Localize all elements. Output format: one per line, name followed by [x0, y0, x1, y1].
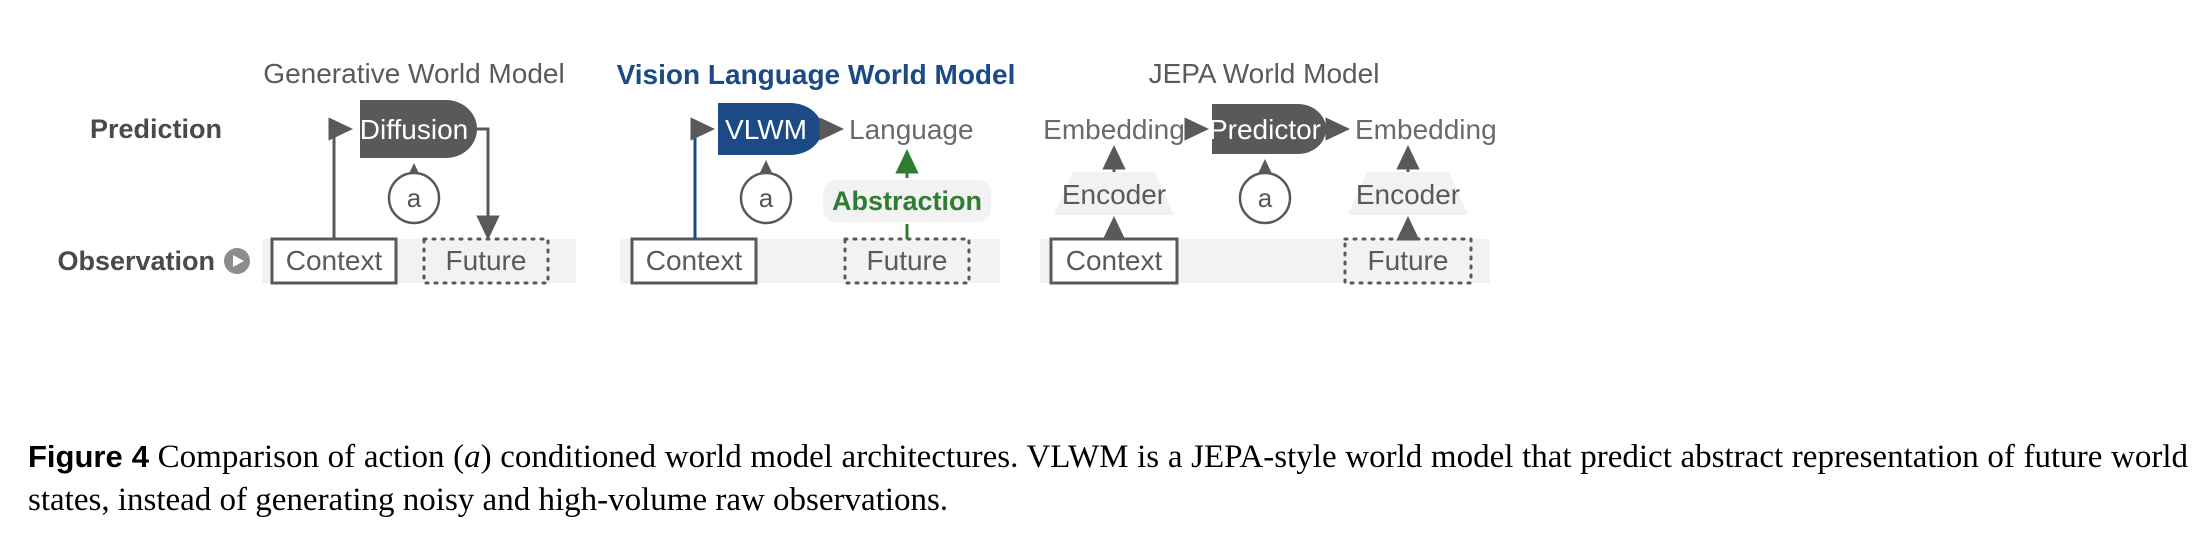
edge-context-to-model-vlwm — [693, 127, 706, 239]
encoder-shape-left-jepa — [1054, 172, 1174, 215]
action-label-vlwm: a — [759, 183, 774, 213]
observation-label-context-generative: Context — [286, 245, 383, 276]
caption-figure-label: Figure 4 — [28, 439, 149, 474]
encoder-label-right-jepa: Encoder — [1356, 179, 1460, 210]
encoder-label-left-jepa: Encoder — [1062, 179, 1166, 210]
panel-title-generative: Generative World Model — [263, 58, 564, 89]
edge-context-to-model-generative — [328, 117, 354, 239]
model-node-label-vlwm: VLWM — [725, 114, 807, 145]
play-circle-icon — [224, 248, 250, 274]
panel-title-jepa: JEPA World Model — [1149, 58, 1380, 89]
panel-vlwm: Vision Language World Model Context Futu… — [617, 59, 1016, 285]
action-node-jepa — [1238, 171, 1292, 225]
caption-text-part2: ) conditioned world model architectures.… — [28, 439, 2188, 518]
observation-label-future-vlwm: Future — [867, 245, 948, 276]
panel-title-vlwm: Vision Language World Model — [617, 59, 1016, 90]
action-node-vlwm — [739, 171, 793, 225]
output-label-language-vlwm: Language — [849, 114, 974, 145]
caption-math-a: a — [464, 439, 481, 475]
observation-label-context-vlwm: Context — [646, 245, 743, 276]
architecture-diagram: Prediction Observation Generative World … — [57, 58, 1497, 285]
encoder-shape-right-jepa — [1348, 172, 1468, 215]
observation-label-future-generative: Future — [446, 245, 527, 276]
row-label-prediction: Prediction — [90, 114, 222, 144]
model-node-label-predictor: Predictor — [1209, 114, 1321, 145]
model-node-label-diffusion: Diffusion — [360, 114, 468, 145]
action-label-jepa: a — [1258, 183, 1273, 213]
observation-label-context-jepa: Context — [1066, 245, 1163, 276]
observation-label-future-jepa: Future — [1368, 245, 1449, 276]
abstraction-label-vlwm: Abstraction — [832, 186, 982, 216]
abstraction-box-vlwm — [823, 180, 991, 222]
observation-box-context-vlwm — [630, 237, 758, 285]
action-label-generative: a — [407, 183, 422, 213]
edge-model-to-future-generative — [476, 127, 500, 241]
embedding-label-left-jepa: Embedding — [1043, 114, 1185, 145]
observation-box-context-jepa — [1049, 237, 1179, 285]
row-label-observation: Observation — [57, 246, 215, 276]
figure-caption: Figure 4 Comparison of action (a) condit… — [28, 436, 2188, 522]
panel-jepa: JEPA World Model Context Future Encoder … — [1040, 58, 1497, 285]
embedding-label-right-jepa: Embedding — [1355, 114, 1497, 145]
panel-generative: Generative World Model Context Future Di… — [262, 58, 576, 285]
action-node-generative — [387, 171, 441, 225]
caption-text-part1: Comparison of action ( — [157, 439, 465, 475]
